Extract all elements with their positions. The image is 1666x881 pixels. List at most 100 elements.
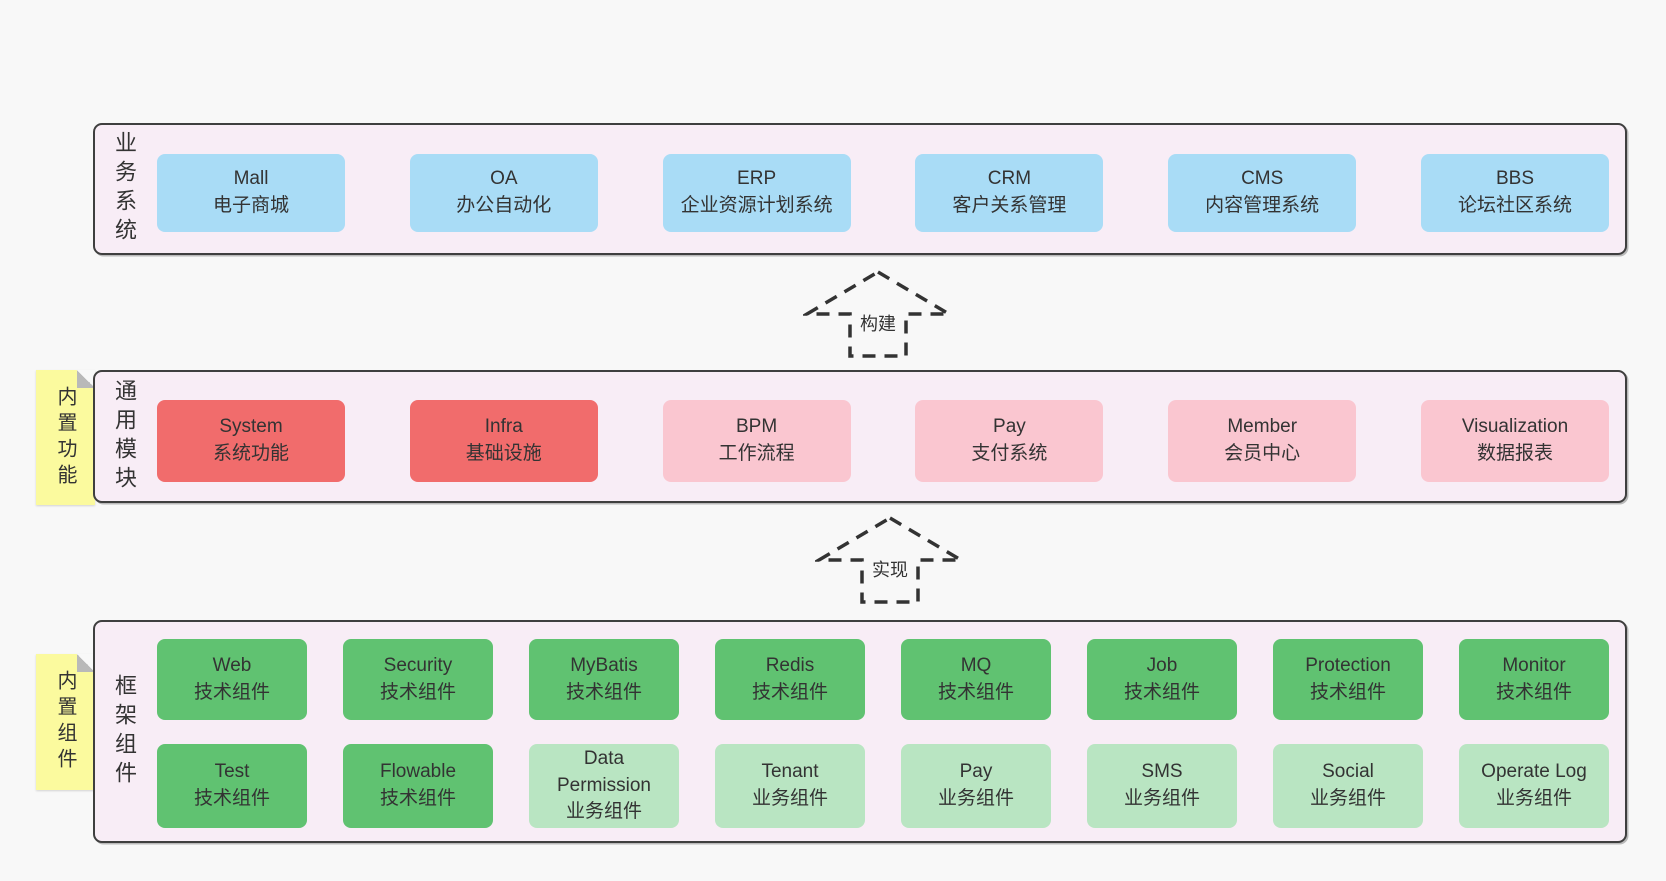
business-box-erp: ERP 企业资源计划系统 bbox=[662, 154, 851, 232]
box-subtitle: 业务组件 bbox=[565, 801, 642, 823]
box-subtitle: 工作流程 bbox=[718, 443, 795, 464]
box-title: BPM bbox=[736, 416, 778, 438]
box-title: Pay bbox=[993, 416, 1026, 438]
box-subtitle: 电子商城 bbox=[212, 195, 289, 216]
component-box-test: Test 技术组件 bbox=[157, 744, 307, 828]
box-title: Redis bbox=[765, 654, 815, 676]
module-box-visualization: Visualization 数据报表 bbox=[1420, 400, 1609, 482]
component-box-tenant: Tenant 业务组件 bbox=[715, 744, 865, 828]
business-box-crm: CRM 客户关系管理 bbox=[915, 154, 1104, 232]
box-subtitle: 技术组件 bbox=[1123, 681, 1200, 703]
box-subtitle: 业务组件 bbox=[1123, 788, 1200, 809]
box-title: Job bbox=[1146, 654, 1178, 676]
box-title: System bbox=[219, 416, 283, 438]
business-box-oa: OA 办公自动化 bbox=[409, 154, 598, 232]
business-box-mall: Mall 电子商城 bbox=[157, 154, 345, 232]
box-subtitle: 技术组件 bbox=[193, 681, 270, 703]
component-box-pay: Pay 业务组件 bbox=[901, 744, 1051, 828]
box-subtitle: 支付系统 bbox=[971, 443, 1048, 464]
component-box-job: Job 技术组件 bbox=[1087, 639, 1237, 720]
box-title: Monitor bbox=[1502, 654, 1566, 676]
component-box-operate-log: Operate Log 业务组件 bbox=[1459, 744, 1609, 828]
box-subtitle: 业务组件 bbox=[1495, 788, 1572, 809]
module-box-system: System 系统功能 bbox=[157, 400, 345, 482]
component-box-social: Social 业务组件 bbox=[1273, 744, 1423, 828]
component-box-mybatis: MyBatis 技术组件 bbox=[529, 639, 679, 720]
box-title: Tenant bbox=[761, 761, 819, 783]
component-box-sms: SMS 业务组件 bbox=[1087, 744, 1237, 828]
box-subtitle: 基础设施 bbox=[465, 443, 542, 464]
arrow-build: 构建 bbox=[803, 268, 953, 360]
box-title: SMS bbox=[1141, 761, 1183, 783]
box-subtitle: 内容管理系统 bbox=[1205, 195, 1320, 216]
sticky-note-built-in-features: 内置功能 bbox=[36, 370, 95, 505]
box-subtitle: 系统功能 bbox=[212, 443, 289, 464]
panel-framework-components: 框架组件 Web 技术组件 Security 技术组件 MyBatis 技术组件… bbox=[93, 620, 1627, 843]
box-title: CRM bbox=[987, 168, 1032, 190]
box-title: Pay bbox=[959, 761, 993, 783]
box-subtitle: 业务组件 bbox=[751, 788, 828, 809]
component-box-monitor: Monitor 技术组件 bbox=[1459, 639, 1609, 720]
box-title: CMS bbox=[1241, 168, 1284, 190]
component-box-web: Web 技术组件 bbox=[157, 639, 307, 720]
business-box-row: Mall 电子商城 OA 办公自动化 ERP 企业资源计划系统 CRM 客户关系… bbox=[157, 154, 1609, 232]
box-title: Data Permission bbox=[557, 747, 651, 796]
box-title: Visualization bbox=[1461, 416, 1569, 438]
component-box-security: Security 技术组件 bbox=[343, 639, 493, 720]
arrow-label-implement: 实现 bbox=[867, 555, 913, 583]
components-box-row-2: Test 技术组件 Flowable 技术组件 Data Permission … bbox=[157, 744, 1609, 828]
box-subtitle: 数据报表 bbox=[1476, 443, 1553, 464]
box-title: OA bbox=[490, 168, 518, 190]
box-subtitle: 技术组件 bbox=[565, 681, 642, 703]
box-title: BBS bbox=[1495, 168, 1534, 190]
component-box-data-permission: Data Permission 业务组件 bbox=[529, 744, 679, 828]
box-title: ERP bbox=[737, 168, 777, 190]
component-box-flowable: Flowable 技术组件 bbox=[343, 744, 493, 828]
module-box-member: Member 会员中心 bbox=[1168, 400, 1357, 482]
sticky-note-built-in-components: 内置组件 bbox=[36, 654, 95, 790]
box-subtitle: 技术组件 bbox=[751, 681, 828, 703]
component-box-protection: Protection 技术组件 bbox=[1273, 639, 1423, 720]
box-subtitle: 企业资源计划系统 bbox=[680, 195, 833, 216]
box-title: Member bbox=[1227, 416, 1298, 438]
box-title: Infra bbox=[484, 416, 523, 438]
box-subtitle: 论坛社区系统 bbox=[1457, 195, 1572, 216]
box-title: Web bbox=[212, 654, 252, 676]
box-title: Social bbox=[1322, 761, 1374, 783]
panel-side-label: 业务系统 bbox=[112, 131, 137, 247]
box-subtitle: 技术组件 bbox=[379, 788, 456, 809]
box-subtitle: 技术组件 bbox=[193, 788, 270, 809]
business-box-bbs: BBS 论坛社区系统 bbox=[1420, 154, 1609, 232]
module-box-bpm: BPM 工作流程 bbox=[662, 400, 851, 482]
component-box-redis: Redis 技术组件 bbox=[715, 639, 865, 720]
box-subtitle: 客户关系管理 bbox=[952, 195, 1067, 216]
component-box-mq: MQ 技术组件 bbox=[901, 639, 1051, 720]
arrow-label-build: 构建 bbox=[855, 309, 901, 337]
box-title: Mall bbox=[233, 168, 269, 190]
panel-business-systems: 业务系统 Mall 电子商城 OA 办公自动化 ERP 企业资源计划系统 CRM… bbox=[93, 123, 1627, 255]
box-subtitle: 业务组件 bbox=[1309, 788, 1386, 809]
box-title: Security bbox=[383, 654, 453, 676]
box-subtitle: 技术组件 bbox=[937, 681, 1014, 703]
box-subtitle: 业务组件 bbox=[937, 788, 1014, 809]
sticky-note-label: 内置组件 bbox=[54, 670, 76, 774]
business-box-cms: CMS 内容管理系统 bbox=[1168, 154, 1357, 232]
sticky-note-label: 内置功能 bbox=[54, 385, 76, 490]
box-subtitle: 办公自动化 bbox=[456, 195, 552, 216]
panel-common-modules: 通用模块 System 系统功能 Infra 基础设施 BPM 工作流程 Pay… bbox=[93, 370, 1627, 503]
box-subtitle: 技术组件 bbox=[1309, 681, 1386, 703]
box-title: MyBatis bbox=[570, 654, 638, 676]
box-title: Test bbox=[214, 761, 250, 783]
modules-box-row: System 系统功能 Infra 基础设施 BPM 工作流程 Pay 支付系统… bbox=[157, 400, 1609, 482]
box-title: Operate Log bbox=[1481, 761, 1587, 783]
box-title: Protection bbox=[1305, 654, 1391, 676]
module-box-infra: Infra 基础设施 bbox=[409, 400, 598, 482]
components-box-row-1: Web 技术组件 Security 技术组件 MyBatis 技术组件 Redi… bbox=[157, 639, 1609, 720]
panel-side-label: 通用模块 bbox=[112, 378, 137, 495]
box-title: MQ bbox=[960, 654, 992, 676]
box-subtitle: 技术组件 bbox=[379, 681, 456, 703]
box-subtitle: 技术组件 bbox=[1495, 681, 1572, 703]
panel-side-label: 框架组件 bbox=[112, 673, 137, 790]
module-box-pay: Pay 支付系统 bbox=[915, 400, 1104, 482]
